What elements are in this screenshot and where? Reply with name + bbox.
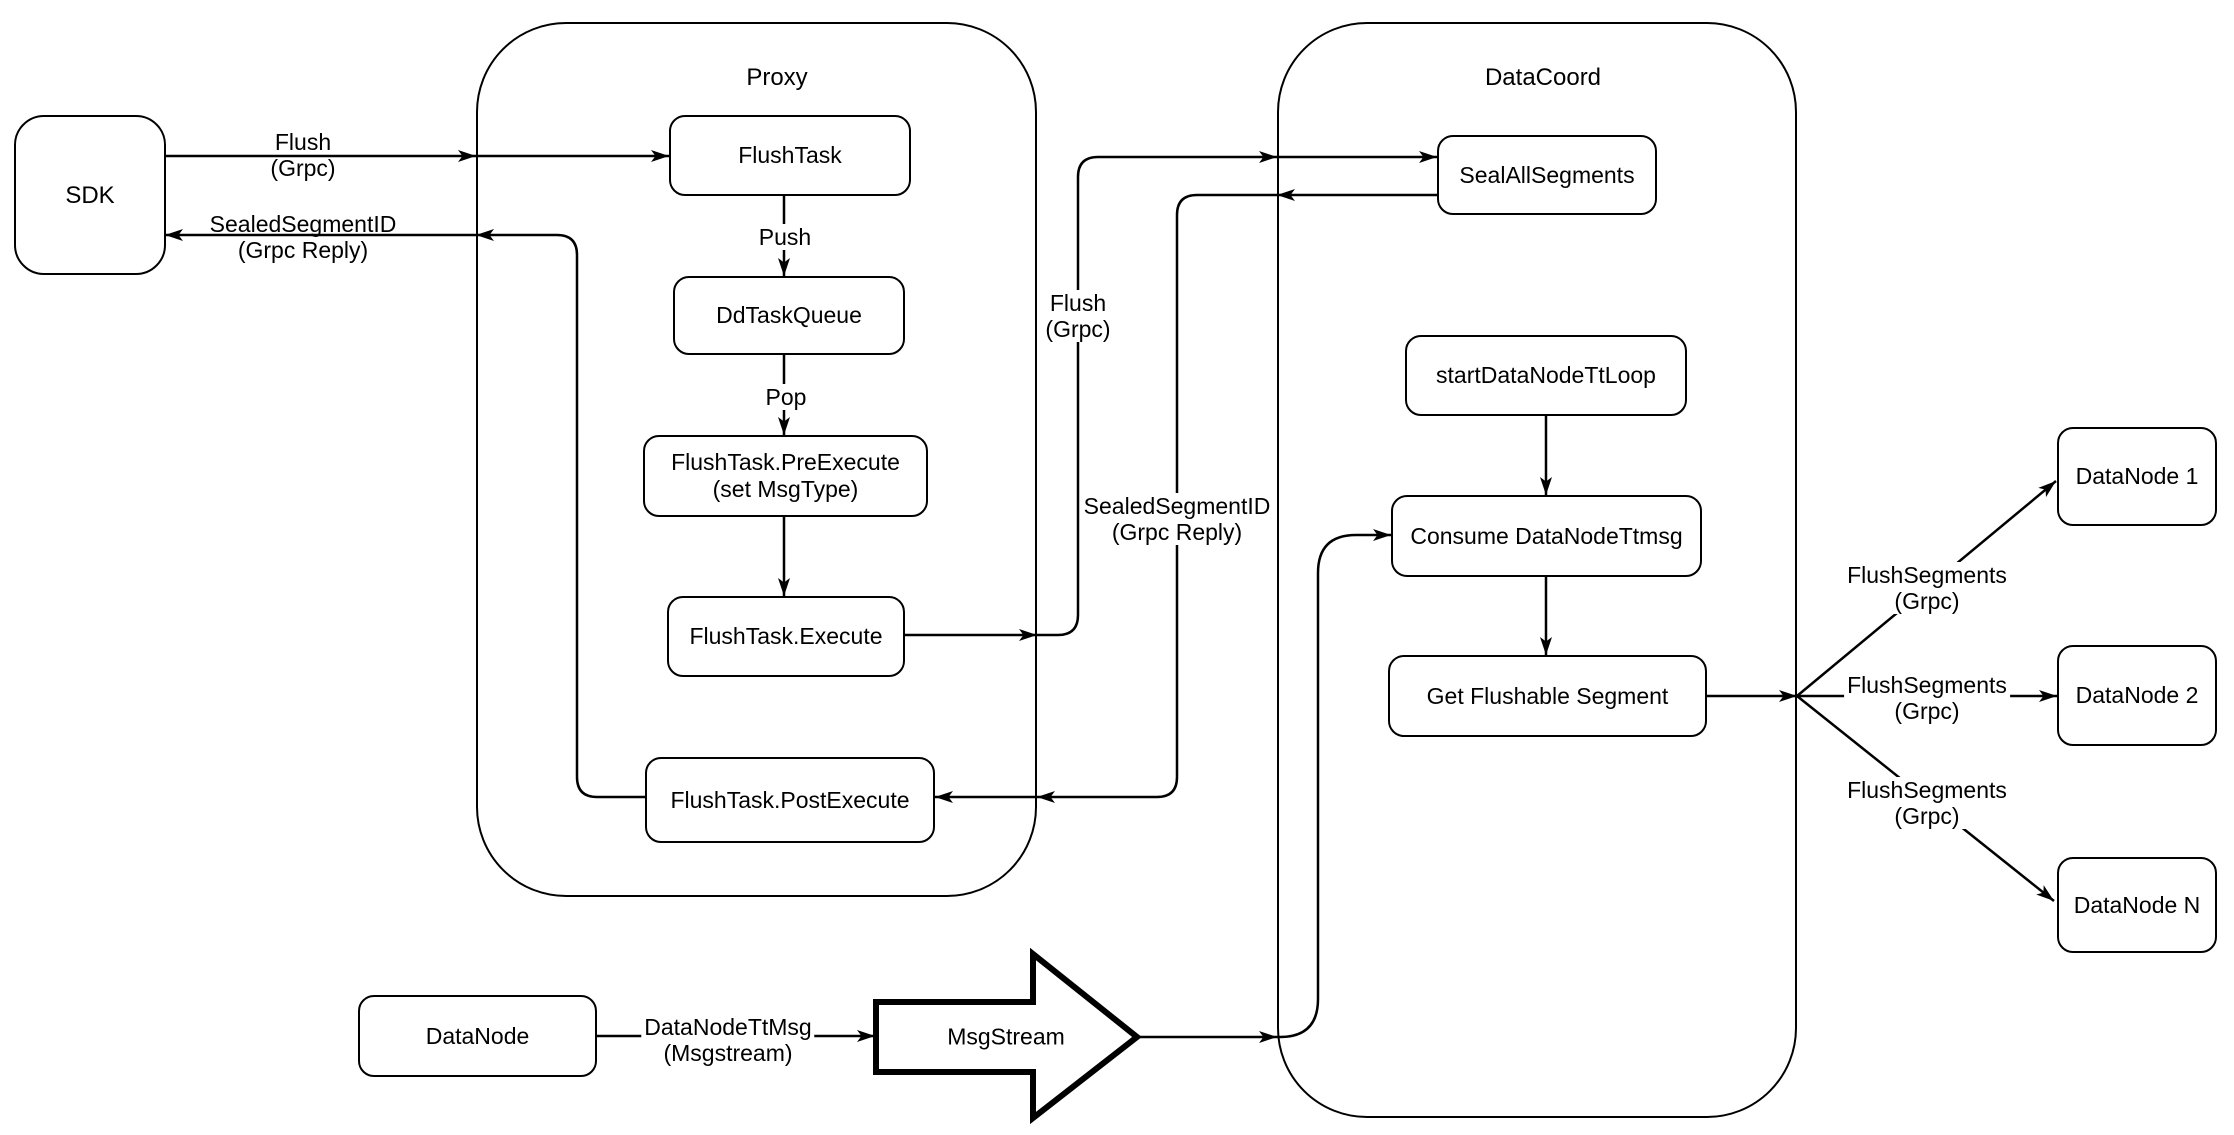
node-execute: FlushTask.Execute	[667, 596, 905, 677]
edge-label-flushsegments-3: FlushSegments (Grpc)	[1844, 777, 2010, 829]
msgstream-label: MsgStream	[947, 1023, 1065, 1050]
node-postexecute-label: FlushTask.PostExecute	[670, 786, 910, 813]
edge-label-datanodettmsg-line2: (Msgstream)	[663, 1040, 793, 1066]
edge-label-flushsegments-1: FlushSegments (Grpc)	[1844, 562, 2010, 614]
edge-label-flush-grpc-mid-line2: (Grpc)	[1045, 316, 1111, 342]
msgstream-block-arrow	[873, 947, 1142, 1125]
proxy-container	[476, 22, 1037, 897]
edge-label-flush-grpc-sdk-line2: (Grpc)	[270, 155, 336, 181]
node-datanode-n: DataNode N	[2057, 857, 2217, 953]
node-startdatanodettloop-label: startDataNodeTtLoop	[1436, 362, 1656, 388]
edge-label-datanodettmsg: DataNodeTtMsg (Msgstream)	[641, 1014, 815, 1066]
edge-label-sealedsegmentid-mid: SealedSegmentID (Grpc Reply)	[1080, 493, 1274, 545]
node-sdk: SDK	[14, 115, 166, 275]
node-preexecute-label-line1: FlushTask.PreExecute	[671, 449, 900, 475]
node-ddtaskqueue-label: DdTaskQueue	[716, 302, 862, 328]
node-sealallsegments: SealAllSegments	[1437, 135, 1657, 215]
edge-label-flushsegments-1-line1: FlushSegments	[1847, 562, 2007, 588]
node-preexecute-label-line2: (set MsgType)	[712, 476, 859, 502]
edge-label-flush-grpc-mid: Flush (Grpc)	[1042, 290, 1114, 342]
node-sdk-label: SDK	[65, 181, 115, 209]
edge-label-sealedsegmentid-sdk: SealedSegmentID (Grpc Reply)	[210, 211, 397, 263]
node-startdatanodettloop: startDataNodeTtLoop	[1405, 335, 1687, 416]
proxy-container-title: Proxy	[746, 64, 808, 91]
node-datanode-label: DataNode	[425, 1022, 530, 1049]
edge-label-flush-grpc-mid-line1: Flush	[1049, 290, 1107, 316]
node-postexecute: FlushTask.PostExecute	[645, 757, 935, 843]
edge-label-push: Push	[755, 224, 815, 250]
edge-label-flushsegments-3-line1: FlushSegments	[1847, 777, 2007, 803]
node-execute-label: FlushTask.Execute	[689, 623, 883, 649]
edge-label-flushsegments-2-line1: FlushSegments	[1847, 672, 2007, 698]
edge-label-pop: Pop	[762, 384, 810, 410]
edge-flush-to-datacoord-border	[1037, 151, 1277, 637]
node-consumedatanodettmsg-label: Consume DataNodeTtmsg	[1410, 522, 1683, 549]
node-preexecute: FlushTask.PreExecute (set MsgType)	[643, 435, 928, 517]
edge-label-sealedsegmentid-mid-line1: SealedSegmentID	[1083, 493, 1271, 519]
node-datanode-n-label: DataNode N	[2073, 891, 2201, 918]
edge-label-flushsegments-2-line2: (Grpc)	[1894, 698, 1960, 724]
node-consumedatanodettmsg: Consume DataNodeTtmsg	[1391, 495, 1702, 577]
node-sealallsegments-label: SealAllSegments	[1459, 161, 1635, 188]
edge-label-flushsegments-2: FlushSegments (Grpc)	[1844, 672, 2010, 724]
node-datanode-1-label: DataNode 1	[2075, 463, 2199, 489]
edge-postexecute-to-proxy-border	[476, 229, 645, 799]
node-getflushablesegment-label: Get Flushable Segment	[1426, 682, 1669, 709]
node-flushtask: FlushTask	[669, 115, 911, 196]
edge-border-to-consume	[1277, 529, 1391, 1039]
node-datanode: DataNode	[358, 995, 597, 1077]
node-getflushablesegment: Get Flushable Segment	[1388, 655, 1707, 737]
node-datanode-1: DataNode 1	[2057, 427, 2217, 526]
edge-label-flush-grpc-sdk-line1: Flush	[274, 129, 332, 155]
datacoord-container-title: DataCoord	[1484, 64, 1602, 91]
node-flushtask-label: FlushTask	[738, 142, 842, 168]
edge-label-sealedsegmentid-mid-line2: (Grpc Reply)	[1111, 519, 1243, 545]
node-datanode-2: DataNode 2	[2057, 645, 2217, 746]
edge-label-flushsegments-1-line2: (Grpc)	[1894, 588, 1960, 614]
edge-label-sealedsegmentid-sdk-line2: (Grpc Reply)	[237, 237, 369, 263]
node-datanode-2-label: DataNode 2	[2075, 682, 2199, 708]
node-ddtaskqueue: DdTaskQueue	[673, 276, 905, 355]
edge-label-flush-grpc-sdk: Flush (Grpc)	[270, 129, 335, 181]
edge-label-flushsegments-3-line2: (Grpc)	[1894, 803, 1960, 829]
datacoord-container	[1277, 22, 1797, 1118]
edge-label-sealedsegmentid-sdk-line1: SealedSegmentID	[209, 211, 397, 237]
edge-label-datanodettmsg-line1: DataNodeTtMsg	[644, 1014, 812, 1040]
